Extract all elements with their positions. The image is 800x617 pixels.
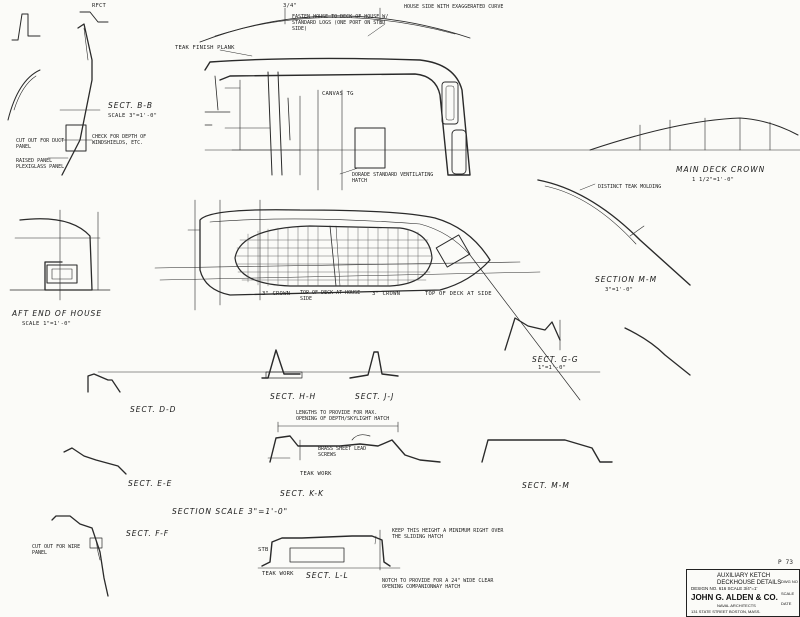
note-stb: STB [258,547,269,553]
sect-ll-drawing [257,529,401,571]
sheet-number: P 73 [778,559,794,566]
title-sect-gg: SECT. G-G [532,355,579,364]
title-block: AUXILIARY KETCH DECKHOUSE DETAILS DESIGN… [686,569,800,617]
section-scale-note: SECTION SCALE 3"=1'-0" [172,507,289,516]
sect-hh-drawing [261,349,303,379]
sect-kk-drawing [267,421,441,463]
note-teak-work-ll: TEAK WORK [262,571,294,577]
note-rfct: RFCT [92,3,107,9]
deckhouse-elevation [204,57,471,191]
note-lengths: LENGTHS TO PROVIDE FOR MAX. OPENING OF D… [296,410,390,422]
note-cut-out: CUT OUT FOR DUCT PANEL [16,138,65,150]
house-crown-arc-inner [214,17,456,37]
note-raised-panel: RAISED PANEL [16,158,53,164]
note-check-depth: CHECK FOR DEPTH OF WINDSHIELDS, ETC. [92,134,147,146]
title-sect-jj: SECT. J-J [355,392,395,401]
note-distinct: DISTINCT TEAK MOLDING [598,184,662,190]
scale-aft-end: SCALE 1"=1'-0" [22,321,72,327]
note-top-deck-side: TOP OF DECK AT SIDE [425,291,492,297]
scale-sect-bb: SCALE 3"=1'-0" [108,113,158,119]
note-brass-sheet: BRASS SHEET LEAD SCREWS [318,446,367,458]
title-sect-kk: SECT. K-K [280,489,324,498]
title-sect-dd: SECT. D-D [130,405,177,414]
detail-a-profile [11,13,41,41]
note-teak-work-kk: TEAK WORK [300,471,332,477]
note-top-deck-house: TOP OF DECK AT HOUSE SIDE [300,290,361,302]
note-notch: NOTCH TO PROVIDE FOR A 24" WIDE CLEAR OP… [382,578,494,590]
construction-diagonal [469,254,581,401]
title-block-line2: DECKHOUSE DETAILS [717,580,782,586]
note-keep-this: KEEP THIS HEIGHT A MINIMUM RIGHT OVER TH… [392,528,504,540]
aft-end-drawing [9,209,111,301]
title-block-line1: AUXILIARY KETCH [717,573,771,579]
title-sect-ll: SECT. L-L [306,571,349,580]
note-house-side: HOUSE SIDE WITH EXAGGERATED CURVE [404,4,504,10]
title-block-address: 131 STATE STREET BOSTON, MASS. [691,609,761,614]
note-crown-3b: 3" CROWN [372,291,401,297]
title-block-line3: DESIGN NO. 616 SCALE 3/4"=1' [691,586,758,591]
note-dorade: DORADE STANDARD VENTILATING HATCH [352,172,434,184]
title-block-side-3: DATE [781,601,792,606]
title-sect-ff: SECT. F-F [126,529,170,538]
title-aft-end: AFT END OF HOUSE [12,309,103,318]
main-deck-crown-curve [589,117,799,151]
sect-ee-drawing [63,447,127,475]
note-teak-finish: TEAK FINISH PLANK [175,45,235,51]
note-crown-3a: 3" CROWN [262,291,291,297]
scale-sect-gg: 1"=1'-0" [538,365,567,371]
scale-main-deck-crown: 1 1/2"=1'-0" [692,177,735,183]
skylight-grid [235,225,433,287]
sect-bb-drawing [47,23,101,176]
title-main-deck-crown: MAIN DECK CROWN [676,165,766,174]
sect-gg-drawing [504,317,691,376]
deckhouse-plan [154,199,541,311]
title-sect-bb: SECT. B-B [108,101,154,110]
title-block-side-2: SCALE [781,591,795,596]
title-sect-hh: SECT. H-H [270,392,317,401]
title-block-firm-sub: NAVAL ARCHITECTS [717,603,756,608]
sect-ff-drawing [51,515,109,597]
note-plexiglass: PLEXIGLASS PANEL [16,164,65,170]
title-sect-mm-lower: SECT. M-M [522,481,570,490]
sect-mm-lower-drawing [481,439,613,463]
detail-c-profile [7,69,41,121]
title-block-side-1: DWG NO [781,579,798,584]
note-dim-top: 3/4" [283,3,298,9]
title-block-firm: JOHN G. ALDEN & CO. [691,593,778,602]
detail-b-profile [79,11,109,23]
sect-jj-drawing [349,351,399,379]
note-cut-out-ff: CUT OUT FOR WIRE PANEL [32,544,81,556]
note-fasten: FASTEN HOUSE TO DECK OF HOUSE W/ STANDAR… [292,14,389,32]
note-canvas: CANVAS TG [322,91,354,97]
scale-sect-mm-upper: 3"=1'-0" [605,287,634,293]
title-sect-ee: SECT. E-E [128,479,173,488]
title-sect-mm-upper: SECTION M-M [595,275,658,284]
sect-dd-drawing [87,373,121,393]
skylight-oval [234,225,433,287]
sect-mm-upper-drawing [537,179,691,286]
